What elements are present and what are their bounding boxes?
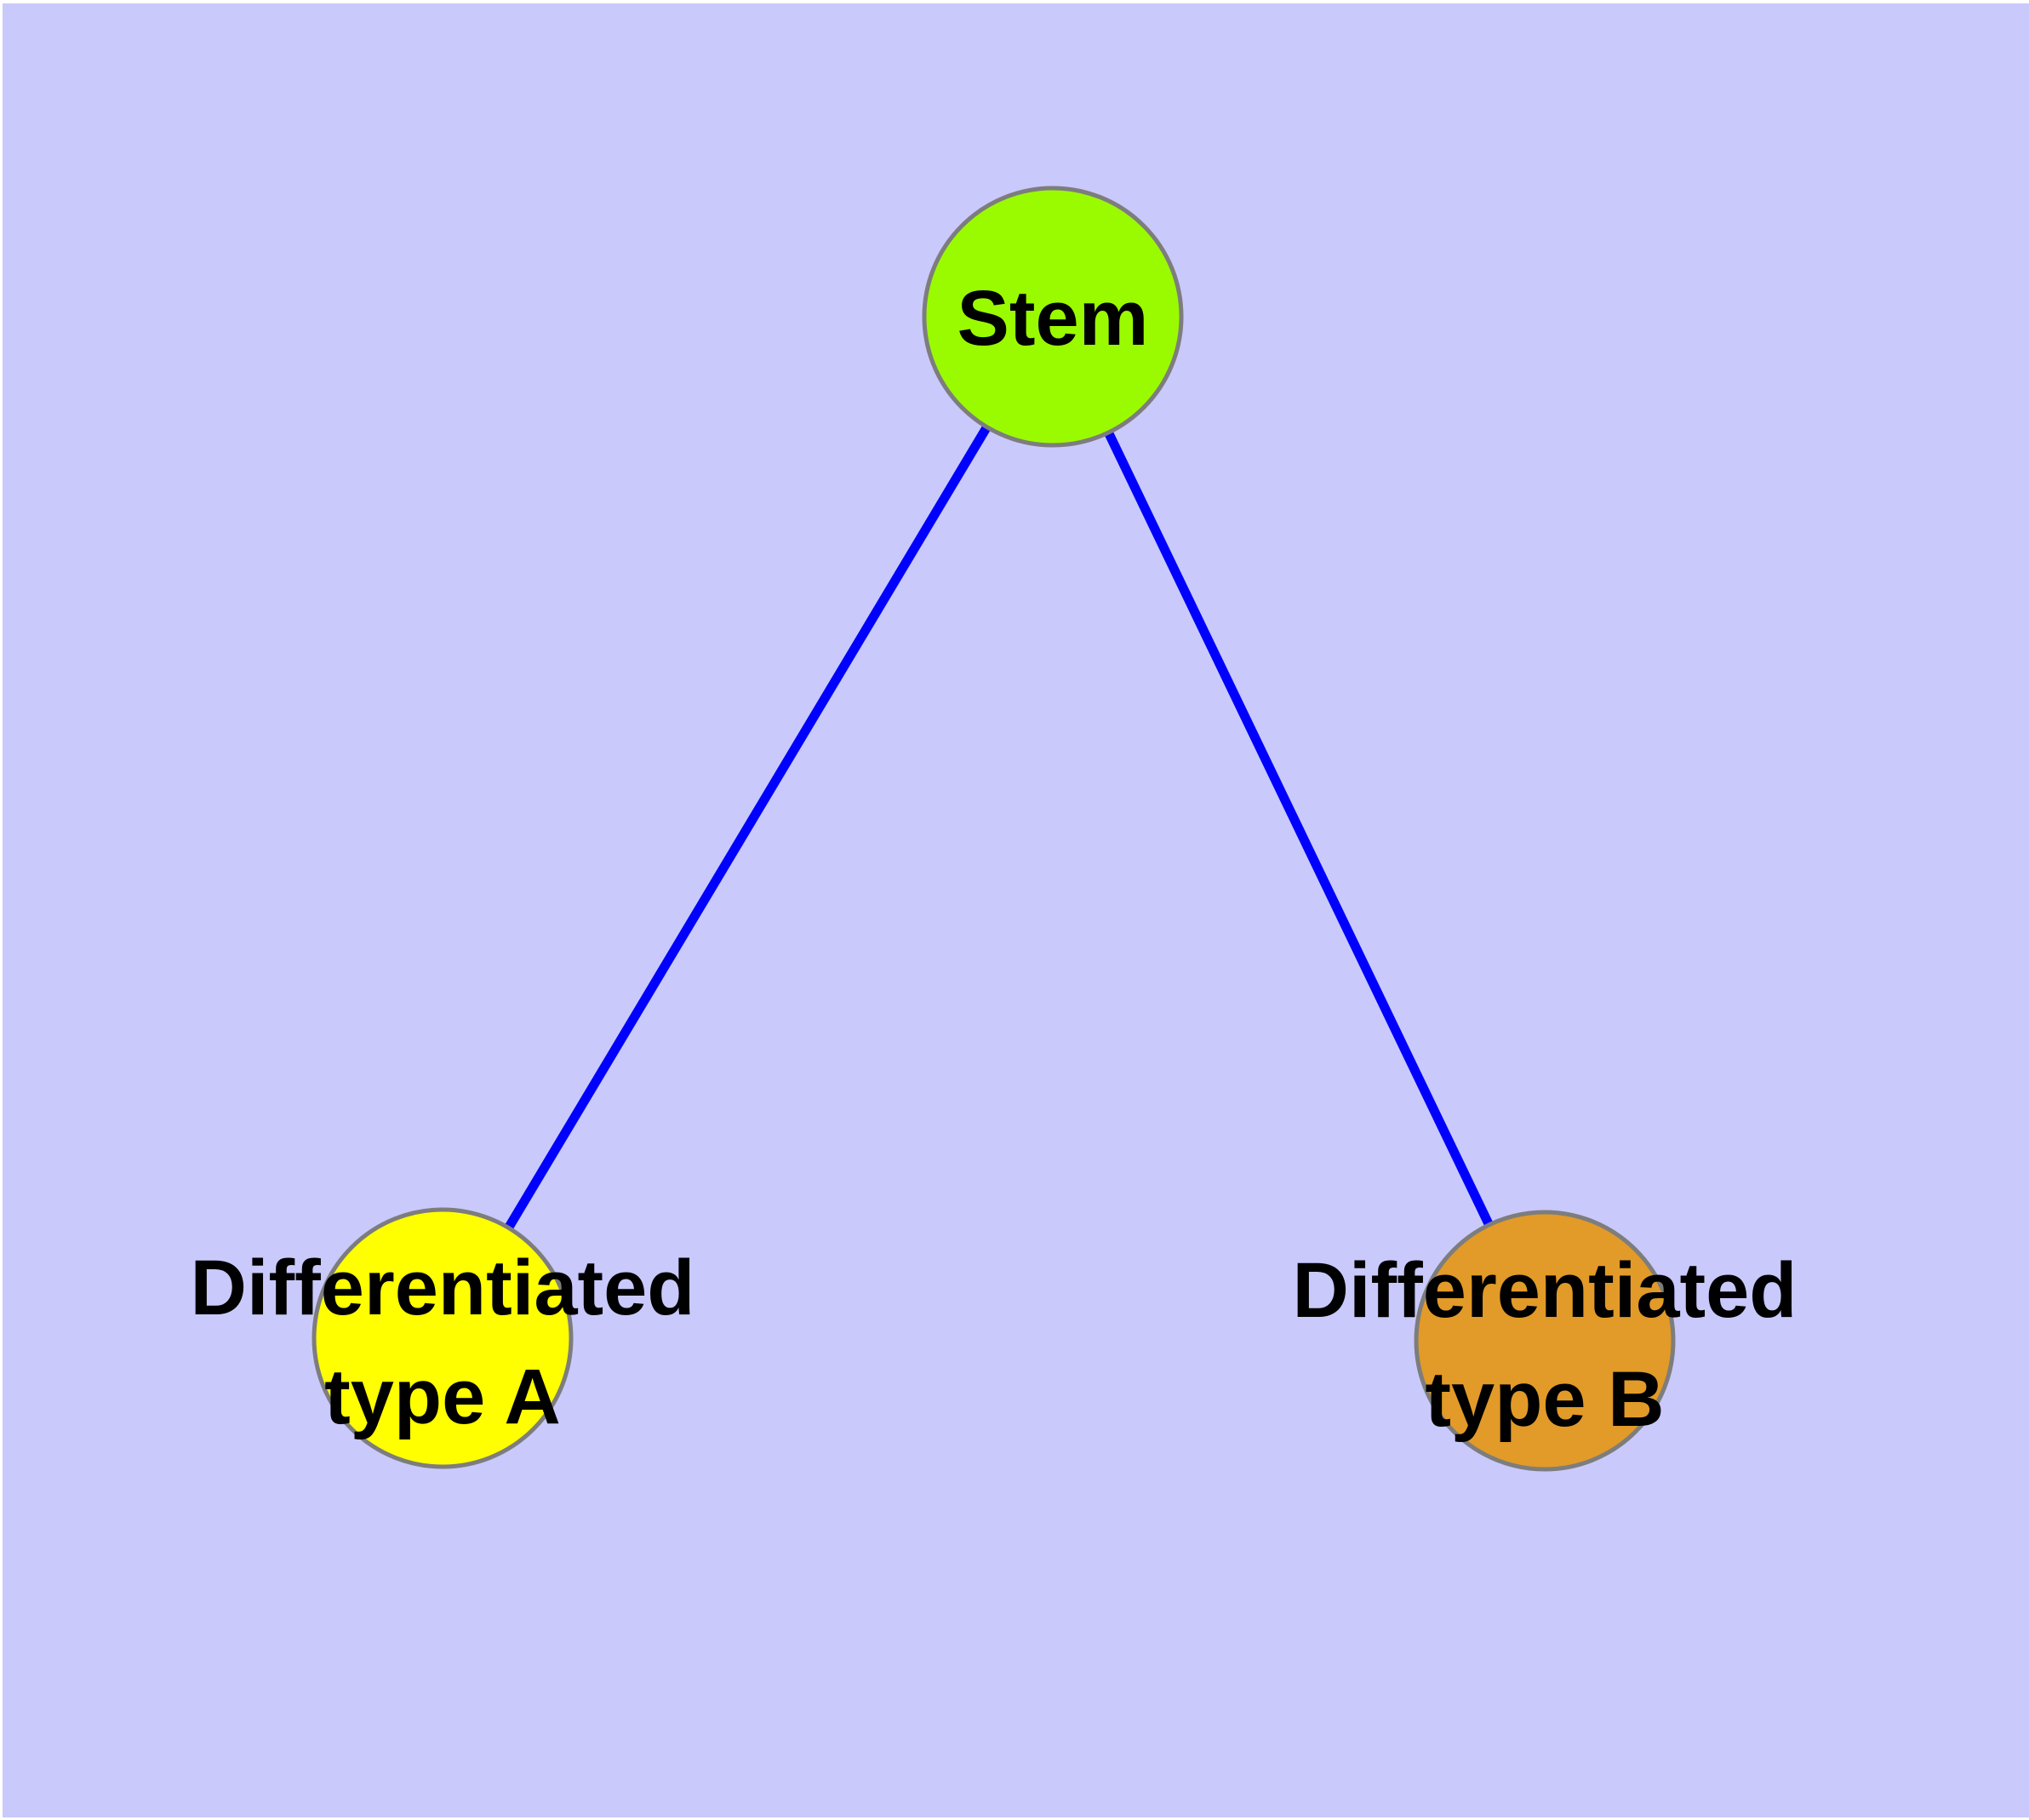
node-type-b-label-line1: Differentiated bbox=[1292, 1247, 1798, 1334]
edge-stem-to-type-b bbox=[1049, 314, 1549, 1343]
node-type-a-circle bbox=[311, 1207, 574, 1469]
node-stem-label: Stem bbox=[957, 275, 1149, 362]
edge-stem-to-type-a bbox=[438, 314, 1057, 1341]
node-type-b-label: Differentiated type B bbox=[1293, 1236, 1798, 1454]
node-type-b-circle bbox=[1414, 1210, 1676, 1472]
node-type-b-label-line2: type B bbox=[1425, 1356, 1665, 1443]
node-type-a-label: Differentiated type A bbox=[191, 1233, 695, 1451]
node-type-a-label-line2: type A bbox=[324, 1354, 561, 1440]
node-stem-circle bbox=[922, 186, 1184, 448]
node-type-a-label-line1: Differentiated bbox=[190, 1245, 695, 1331]
